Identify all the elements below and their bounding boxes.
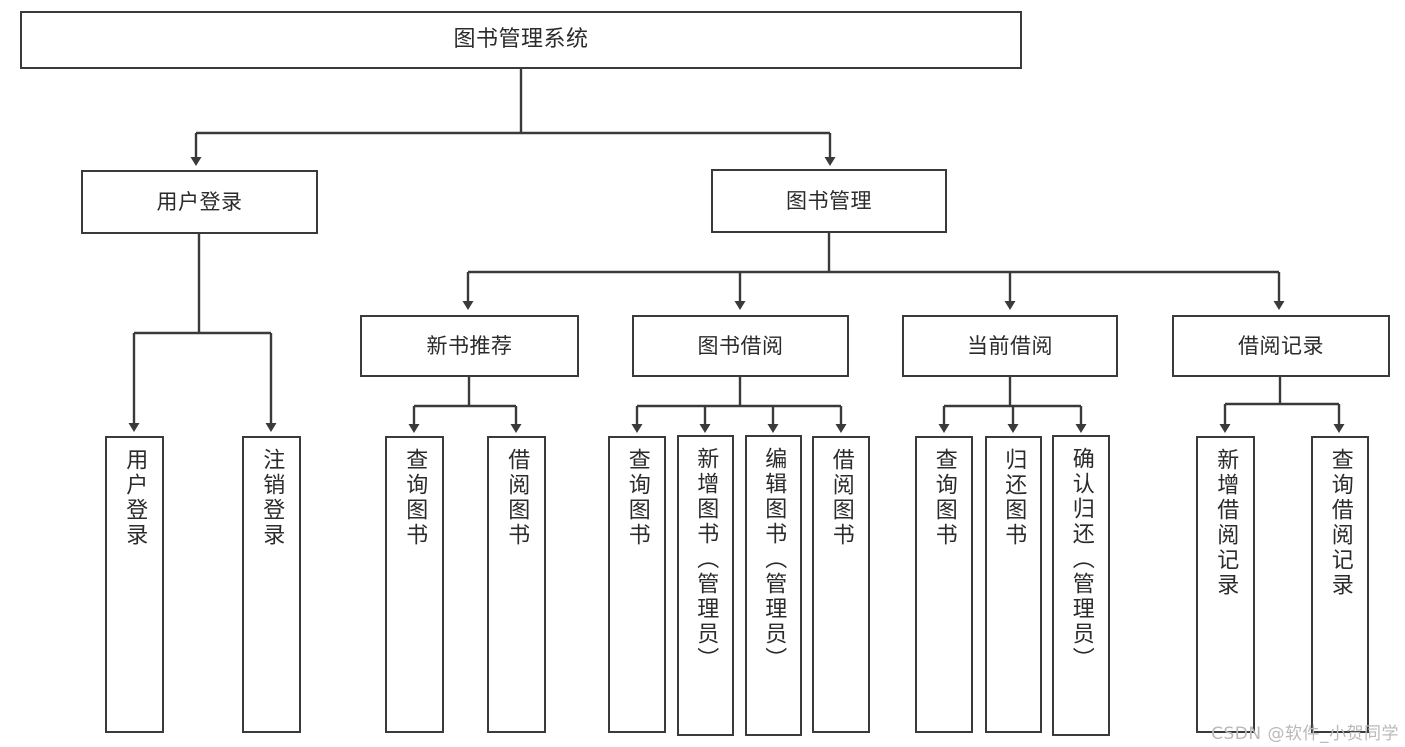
node-current-borrow[interactable]: 当前借阅: [902, 315, 1118, 377]
node-label: 图书借阅: [697, 333, 784, 358]
csdn-watermark: CSDN @软件_小贺同学: [1211, 724, 1399, 744]
node-label: 当前借阅: [967, 333, 1053, 358]
node-label: 查询图书: [402, 448, 428, 548]
leaf-edit-book-admin[interactable]: 编辑图书（管理员）: [745, 435, 802, 736]
node-root-book-management-system[interactable]: 图书管理系统: [20, 11, 1022, 69]
leaf-logout[interactable]: 注销登录: [242, 436, 301, 733]
node-label: 归还图书: [1001, 448, 1027, 548]
leaf-query-book-borrow[interactable]: 查询图书: [608, 436, 666, 733]
node-label: 编辑图书（管理员）: [761, 447, 787, 672]
node-label: 借阅图书: [504, 448, 530, 548]
leaf-add-borrow-record[interactable]: 新增借阅记录: [1196, 436, 1255, 733]
node-label: 新增图书（管理员）: [693, 447, 719, 672]
leaf-user-login[interactable]: 用户登录: [105, 436, 164, 733]
leaf-confirm-return-admin[interactable]: 确认归还（管理员）: [1052, 435, 1110, 736]
node-label: 借阅图书: [828, 448, 854, 548]
leaf-return-book[interactable]: 归还图书: [985, 436, 1042, 733]
node-label: 查询图书: [624, 448, 650, 548]
node-label: 查询图书: [931, 448, 957, 548]
node-label: 确认归还（管理员）: [1068, 447, 1094, 672]
node-borrow-record[interactable]: 借阅记录: [1172, 315, 1390, 377]
node-book-management[interactable]: 图书管理: [711, 169, 947, 233]
leaf-borrow-book[interactable]: 借阅图书: [812, 436, 870, 733]
leaf-query-book-recommend[interactable]: 查询图书: [385, 436, 444, 733]
node-label: 新书推荐: [426, 333, 513, 358]
node-label: 借阅记录: [1238, 333, 1324, 358]
node-label: 用户登录: [156, 189, 243, 214]
node-book-borrow[interactable]: 图书借阅: [632, 315, 849, 377]
node-user-login[interactable]: 用户登录: [81, 170, 318, 234]
node-new-book-recommend[interactable]: 新书推荐: [360, 315, 579, 377]
node-label: 新增借阅记录: [1213, 448, 1239, 598]
node-label: 用户登录: [122, 448, 148, 548]
node-label: 图书管理: [786, 188, 872, 213]
node-label: 图书管理系统: [453, 27, 589, 53]
node-label: 注销登录: [259, 448, 285, 548]
node-label: 查询借阅记录: [1327, 448, 1353, 598]
leaf-add-book-admin[interactable]: 新增图书（管理员）: [677, 435, 734, 736]
leaf-query-book-current[interactable]: 查询图书: [915, 436, 973, 733]
leaf-borrow-book-recommend[interactable]: 借阅图书: [487, 436, 546, 733]
leaf-query-borrow-record[interactable]: 查询借阅记录: [1311, 436, 1369, 733]
